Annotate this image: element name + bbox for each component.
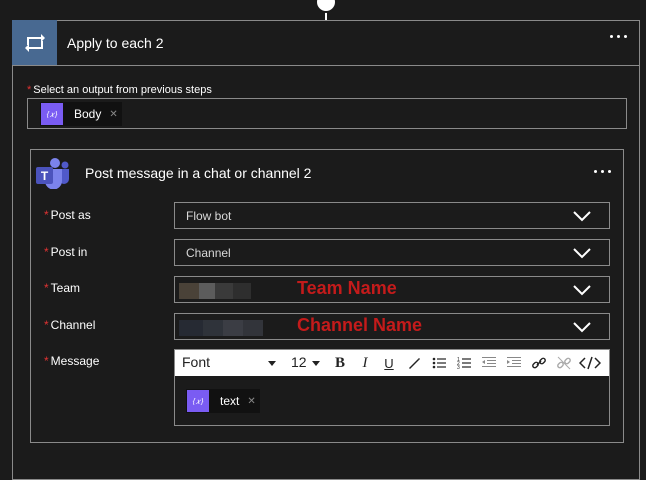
font-size-select[interactable]: 12 xyxy=(291,354,320,370)
svg-text:2: 2 xyxy=(457,361,460,367)
add-step-node[interactable] xyxy=(315,0,337,13)
bullet-list-icon[interactable] xyxy=(429,353,449,373)
svg-text:{𝑥}: {𝑥} xyxy=(193,397,205,406)
select-output-field[interactable]: {𝑥} Body ✕ xyxy=(27,98,627,129)
redacted-blur xyxy=(203,320,223,336)
post-in-value: Channel xyxy=(186,245,231,260)
body-token[interactable]: {𝑥} Body ✕ xyxy=(40,102,122,126)
italic-icon[interactable]: I xyxy=(362,354,368,371)
chevron-down-icon xyxy=(573,211,591,222)
redacted-blur xyxy=(215,283,233,299)
required-asterisk: * xyxy=(27,84,32,96)
post-as-value: Flow bot xyxy=(186,208,232,223)
dot xyxy=(608,170,611,173)
redacted-blur xyxy=(179,283,199,299)
bold-icon[interactable]: B xyxy=(334,354,345,371)
svg-text:{𝑥}: {𝑥} xyxy=(47,110,59,119)
svg-text:1: 1 xyxy=(457,357,460,363)
redacted-blur xyxy=(243,320,263,336)
apply-to-each-header[interactable]: Apply to each 2 xyxy=(12,20,639,66)
svg-text:3: 3 xyxy=(457,365,460,371)
remove-token-icon[interactable]: ✕ xyxy=(247,395,256,407)
apply-to-each-more-menu[interactable] xyxy=(610,35,627,38)
redacted-blur xyxy=(179,320,203,336)
dot xyxy=(610,35,613,38)
team-dropdown[interactable]: Team Name xyxy=(174,276,610,303)
team-label: *Team xyxy=(44,281,81,295)
loop-icon xyxy=(12,20,57,65)
post-message-more-menu[interactable] xyxy=(594,170,611,173)
redacted-blur xyxy=(199,283,215,299)
dot xyxy=(617,35,620,38)
dot xyxy=(601,170,604,173)
redacted-blur xyxy=(233,283,251,299)
post-message-title: Post message in a chat or channel 2 xyxy=(85,165,312,181)
caret-down-icon xyxy=(268,361,276,366)
increase-indent-icon[interactable] xyxy=(504,353,524,373)
text-token-label: text xyxy=(220,394,240,408)
dot xyxy=(624,35,627,38)
font-family-select[interactable]: Font xyxy=(182,354,276,370)
select-output-label: *Select an output from previous steps xyxy=(27,84,212,96)
post-in-label: *Post in xyxy=(44,245,88,259)
expression-icon: {𝑥} xyxy=(41,103,63,125)
caret-down-icon xyxy=(312,361,320,366)
apply-to-each-card: Apply to each 2 *Select an output from p… xyxy=(12,20,640,480)
teams-icon: T xyxy=(36,158,69,189)
dot xyxy=(594,170,597,173)
svg-text:T: T xyxy=(41,169,49,183)
highlight-color-icon[interactable] xyxy=(404,353,424,373)
apply-to-each-title: Apply to each 2 xyxy=(67,35,164,51)
post-message-card: T Post message in a chat or channel 2 *P… xyxy=(30,149,624,443)
team-name-annotation: Team Name xyxy=(297,278,397,298)
remove-token-icon[interactable]: ✕ xyxy=(109,108,118,120)
chevron-down-icon xyxy=(573,285,591,296)
post-in-dropdown[interactable]: Channel xyxy=(174,239,610,266)
message-label: *Message xyxy=(44,354,100,368)
text-token[interactable]: {𝑥} text ✕ xyxy=(186,389,260,413)
required-asterisk: * xyxy=(44,208,49,222)
required-asterisk: * xyxy=(44,245,49,259)
message-body[interactable]: {𝑥} text ✕ xyxy=(175,376,609,425)
required-asterisk: * xyxy=(44,318,49,332)
link-icon[interactable] xyxy=(529,353,549,373)
decrease-indent-icon[interactable] xyxy=(479,353,499,373)
chevron-down-icon xyxy=(573,322,591,333)
chevron-down-icon xyxy=(573,248,591,259)
redacted-blur xyxy=(223,320,243,336)
required-asterisk: * xyxy=(44,281,49,295)
post-as-label: *Post as xyxy=(44,208,91,222)
channel-name-annotation: Channel Name xyxy=(297,315,423,335)
channel-dropdown[interactable]: Channel Name xyxy=(174,313,610,340)
unlink-icon[interactable] xyxy=(554,353,574,373)
body-token-label: Body xyxy=(74,107,102,121)
post-as-dropdown[interactable]: Flow bot xyxy=(174,202,610,229)
expression-icon: {𝑥} xyxy=(187,390,209,412)
code-view-icon[interactable] xyxy=(578,353,602,373)
required-asterisk: * xyxy=(44,354,49,368)
channel-label: *Channel xyxy=(44,318,96,332)
underline-icon[interactable]: U xyxy=(384,355,394,371)
